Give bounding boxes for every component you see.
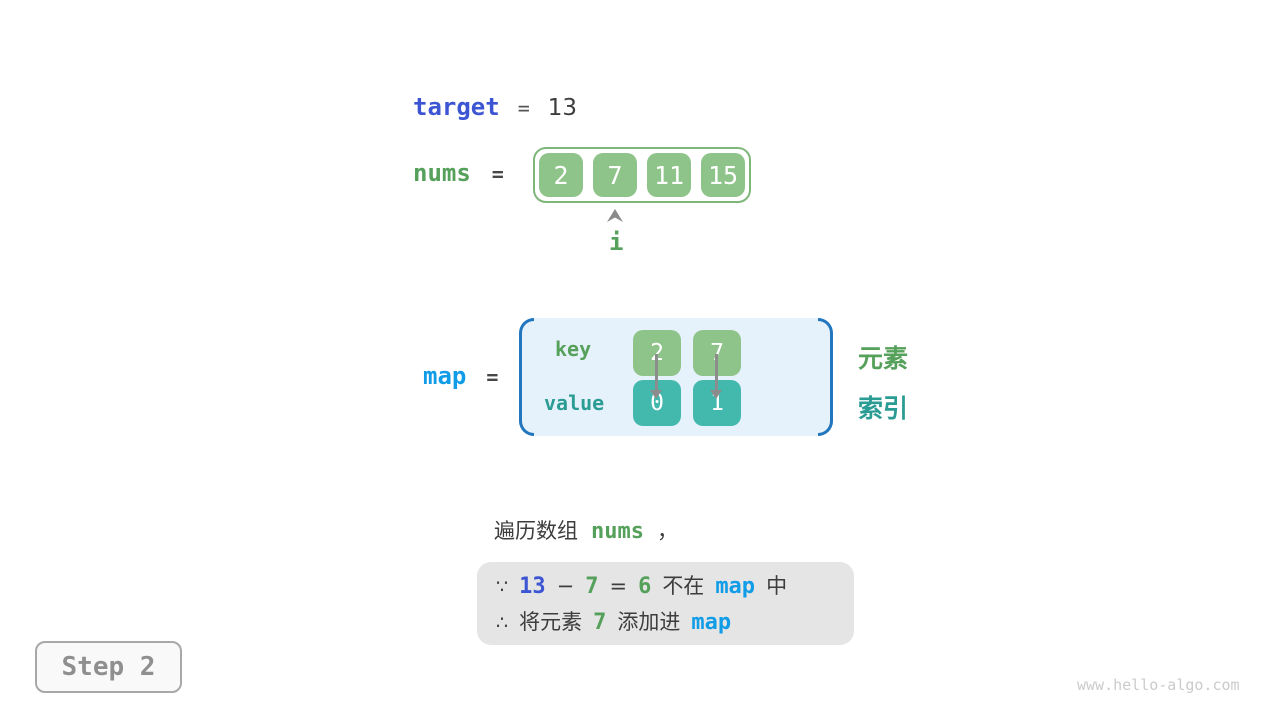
watermark: www.hello-algo.com	[1077, 676, 1240, 694]
element-number: 7	[585, 574, 599, 599]
target-value: 13	[547, 95, 578, 121]
map-row: map =	[423, 362, 498, 390]
nums-array: 2 7 11 15	[533, 147, 751, 203]
difference-number: 6	[638, 574, 652, 599]
value-row-label: value	[544, 391, 605, 415]
equals-sign: =	[609, 574, 628, 598]
element-annotation: 元素	[858, 344, 909, 373]
key-to-value-arrow-icon	[650, 354, 663, 400]
array-cell: 7	[593, 153, 637, 197]
map-container: key value 2 7 0 1	[519, 318, 833, 436]
in-suffix-text: 中	[766, 574, 788, 598]
equals-sign: =	[491, 162, 504, 186]
index-pointer-label: i	[609, 228, 624, 256]
add-prefix-text: 将元素	[519, 610, 583, 634]
caption-code: nums	[591, 519, 644, 544]
add-verb-text: 添加进	[617, 610, 681, 634]
right-bracket-icon	[818, 318, 833, 436]
element-number: 7	[593, 610, 607, 635]
not-in-text: 不在	[662, 574, 705, 598]
array-cell: 11	[647, 153, 691, 197]
note-box: ∵ 13 − 7 = 6 不在 map 中 ∴ 将元素 7 添加进 map	[477, 562, 854, 645]
equals-sign: =	[517, 96, 530, 120]
index-annotation: 索引	[858, 394, 909, 423]
note-line-1: ∵ 13 − 7 = 6 不在 map 中	[496, 570, 854, 606]
caption-text: 遍历数组	[494, 519, 578, 543]
map-code: map	[691, 610, 732, 635]
because-symbol: ∵	[496, 576, 509, 598]
target-number: 13	[519, 574, 546, 599]
nums-label: nums	[413, 159, 471, 187]
left-bracket-icon	[519, 318, 534, 436]
map-code: map	[715, 574, 756, 599]
therefore-symbol: ∴	[496, 612, 509, 634]
array-cell: 2	[539, 153, 583, 197]
array-cell: 15	[701, 153, 745, 197]
caption-line: 遍历数组 nums ，	[494, 515, 678, 545]
equals-sign: =	[486, 365, 499, 389]
minus-sign: −	[556, 574, 575, 598]
target-label: target	[413, 93, 500, 121]
nums-row: nums =	[413, 159, 504, 187]
target-row: target = 13	[413, 93, 577, 121]
caption-comma: ，	[656, 519, 678, 543]
map-label: map	[423, 362, 467, 390]
note-line-2: ∴ 将元素 7 添加进 map	[496, 606, 854, 642]
key-row-label: key	[555, 337, 592, 361]
key-to-value-arrow-icon	[710, 354, 723, 400]
caret-up-icon	[607, 209, 623, 222]
step-button: Step 2	[35, 641, 182, 693]
